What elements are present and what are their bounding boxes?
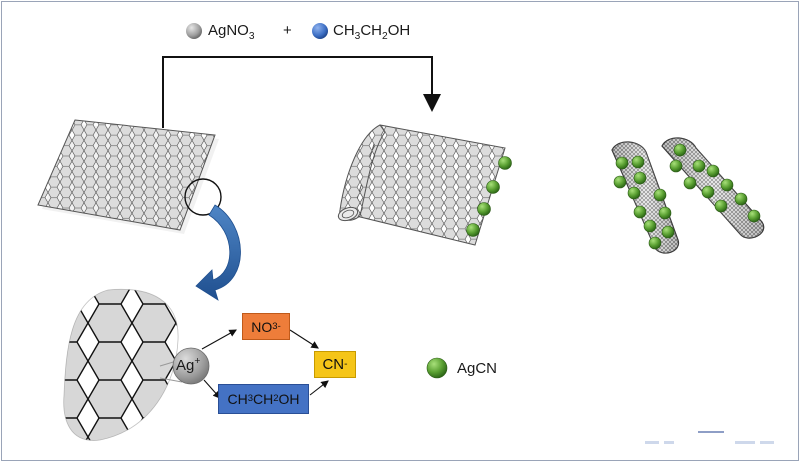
nanotube-right: [661, 137, 765, 239]
zoom-circle: [184, 178, 222, 216]
zoom-arrow: [195, 204, 241, 301]
watermark: [645, 431, 774, 444]
mechanism-arrows: [159, 329, 329, 399]
ethanol-marker: [312, 23, 328, 39]
silver-nitrate-marker: [186, 23, 202, 39]
process-arrow: [162, 56, 441, 128]
agcn-legend-marker: [426, 357, 448, 379]
silver-nitrate-label: AgNO3: [208, 22, 255, 42]
silver-ion-label: Ag+: [176, 356, 201, 374]
agcn-legend-label: AgCN: [457, 360, 498, 377]
rolling-graphene-sheet: [337, 124, 512, 246]
cyanide-box: CN-: [314, 351, 356, 378]
ethanol-label: CH3CH2OH: [333, 22, 411, 42]
graphene-sheet: [37, 119, 219, 234]
nanotube-left: [611, 141, 680, 254]
plus-sign: +: [283, 22, 292, 39]
silver-ion-sphere: [172, 347, 210, 385]
